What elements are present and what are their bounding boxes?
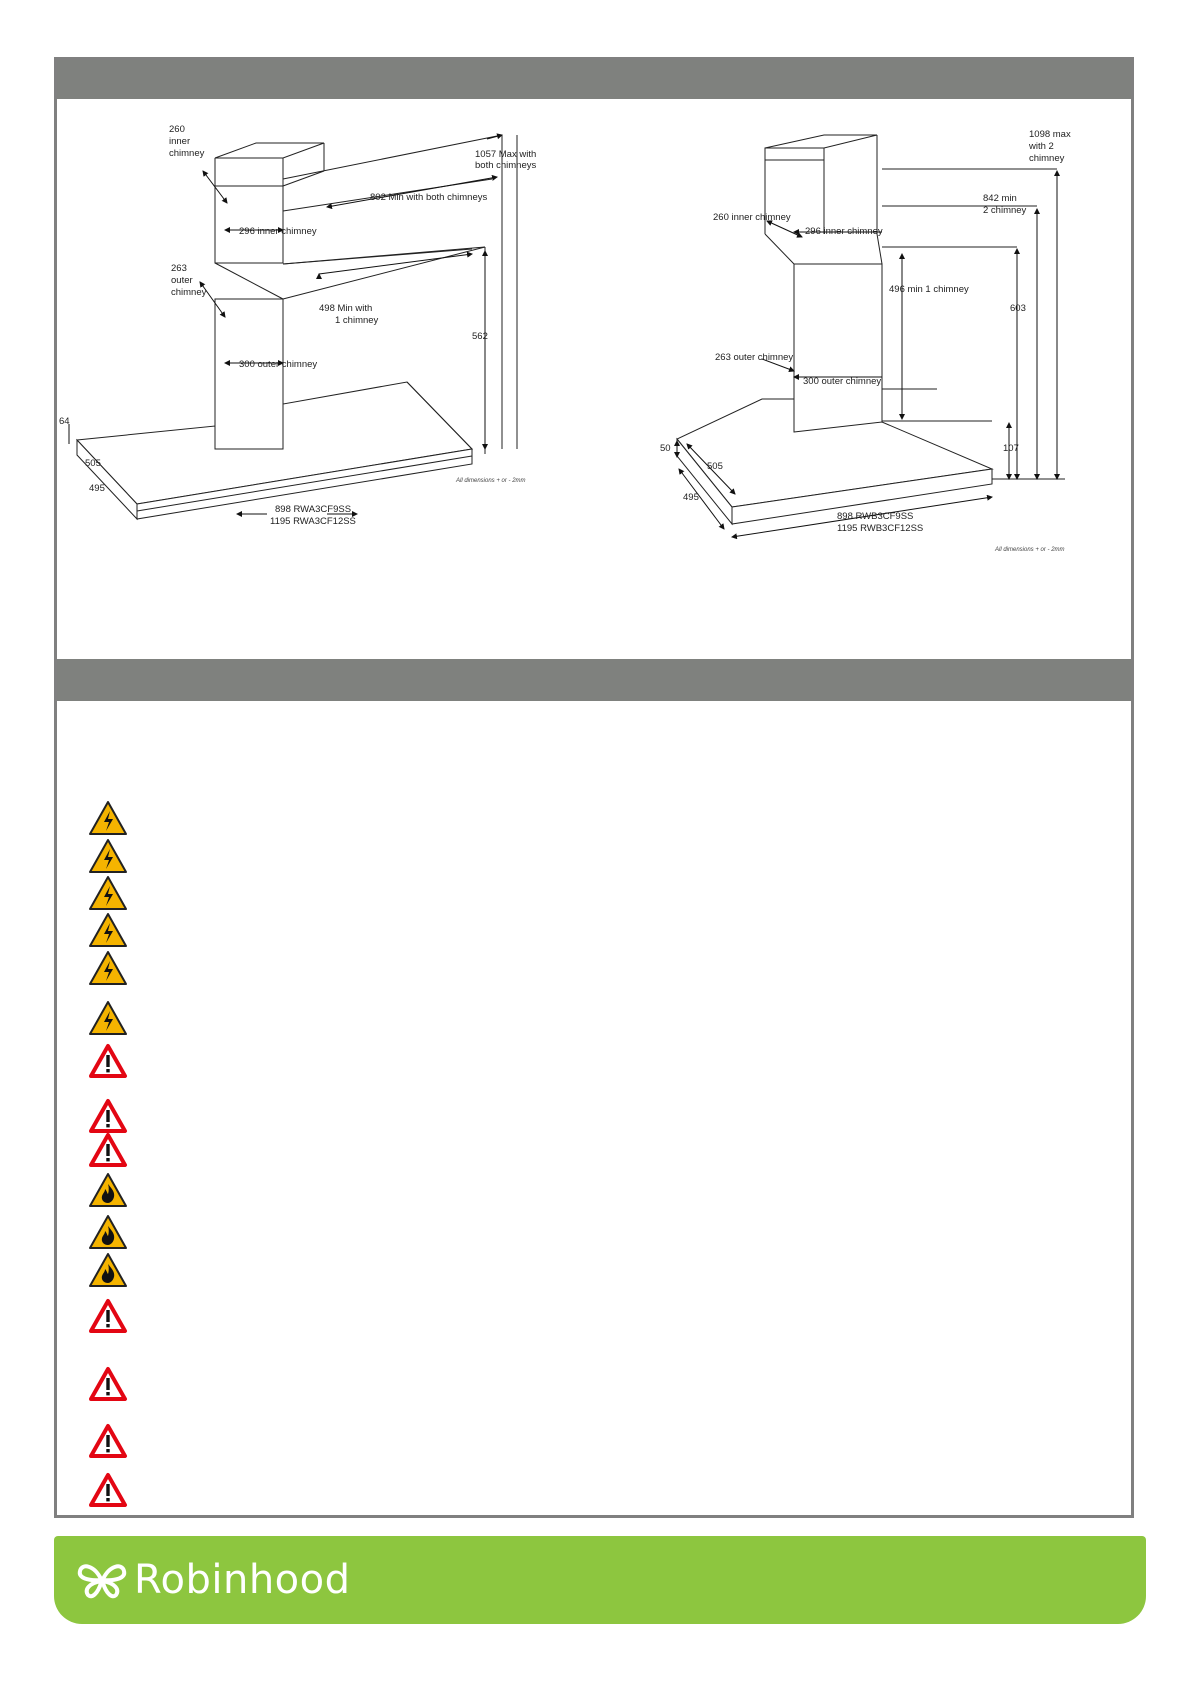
- electric-warning-icon: [89, 951, 127, 985]
- fire-warning-icon: [89, 1215, 127, 1249]
- label-505-right: 505: [707, 461, 723, 472]
- label-802-min: 802 Min with both chimneys: [370, 192, 487, 203]
- butterfly-logo-icon: [77, 1564, 127, 1599]
- label-50: 50: [660, 443, 671, 454]
- label-260-inner-right: 260 inner chimney: [713, 212, 791, 223]
- electric-warning-icon: [89, 801, 127, 835]
- footer-bar: Robinhood: [54, 1536, 1146, 1624]
- label-296-inner: 296 inner chimney: [239, 226, 317, 237]
- electric-warning-icon: [89, 913, 127, 947]
- general-warning-icon: [89, 1424, 127, 1458]
- page-frame: [54, 57, 1134, 1518]
- label-495: 495: [89, 483, 105, 494]
- general-warning-icon: [89, 1299, 127, 1333]
- label-107: 107: [1003, 443, 1019, 454]
- general-warning-icon: [89, 1099, 127, 1133]
- label-562: 562: [472, 331, 488, 342]
- electric-warning-icon: [89, 1001, 127, 1035]
- electric-warning-icon: [89, 839, 127, 873]
- brand-name: Robinhood: [134, 1557, 351, 1603]
- label-64: 64: [59, 416, 70, 427]
- fire-warning-icon: [89, 1173, 127, 1207]
- label-left-tolerance: All dimensions + or - 2mm: [455, 478, 526, 484]
- label-300-outer-right: 300 outer chimney: [803, 376, 881, 387]
- section-header-bar-safety: [57, 659, 1131, 701]
- section-header-bar-dimensions: [57, 60, 1131, 99]
- label-495-right: 495: [683, 492, 699, 503]
- label-300-outer: 300 outer chimney: [239, 359, 317, 370]
- label-603: 603: [1010, 303, 1026, 314]
- warning-icon-list: [88, 800, 138, 1520]
- label-505: 505: [85, 458, 101, 469]
- label-296-inner-right: 296 inner chimney: [805, 226, 883, 237]
- general-warning-icon: [89, 1133, 127, 1167]
- general-warning-icon: [89, 1044, 127, 1078]
- fire-warning-icon: [89, 1253, 127, 1287]
- general-warning-icon: [89, 1473, 127, 1507]
- label-right-tolerance: All dimensions + or - 2mm: [994, 547, 1065, 553]
- general-warning-icon: [89, 1367, 127, 1401]
- brand-logo: Robinhood: [76, 1556, 351, 1604]
- left-hood-drawing: [75, 134, 518, 521]
- electric-warning-icon: [89, 876, 127, 910]
- label-263-outer-right: 263 outer chimney: [715, 352, 793, 363]
- label-496-min: 496 min 1 chimney: [889, 284, 969, 295]
